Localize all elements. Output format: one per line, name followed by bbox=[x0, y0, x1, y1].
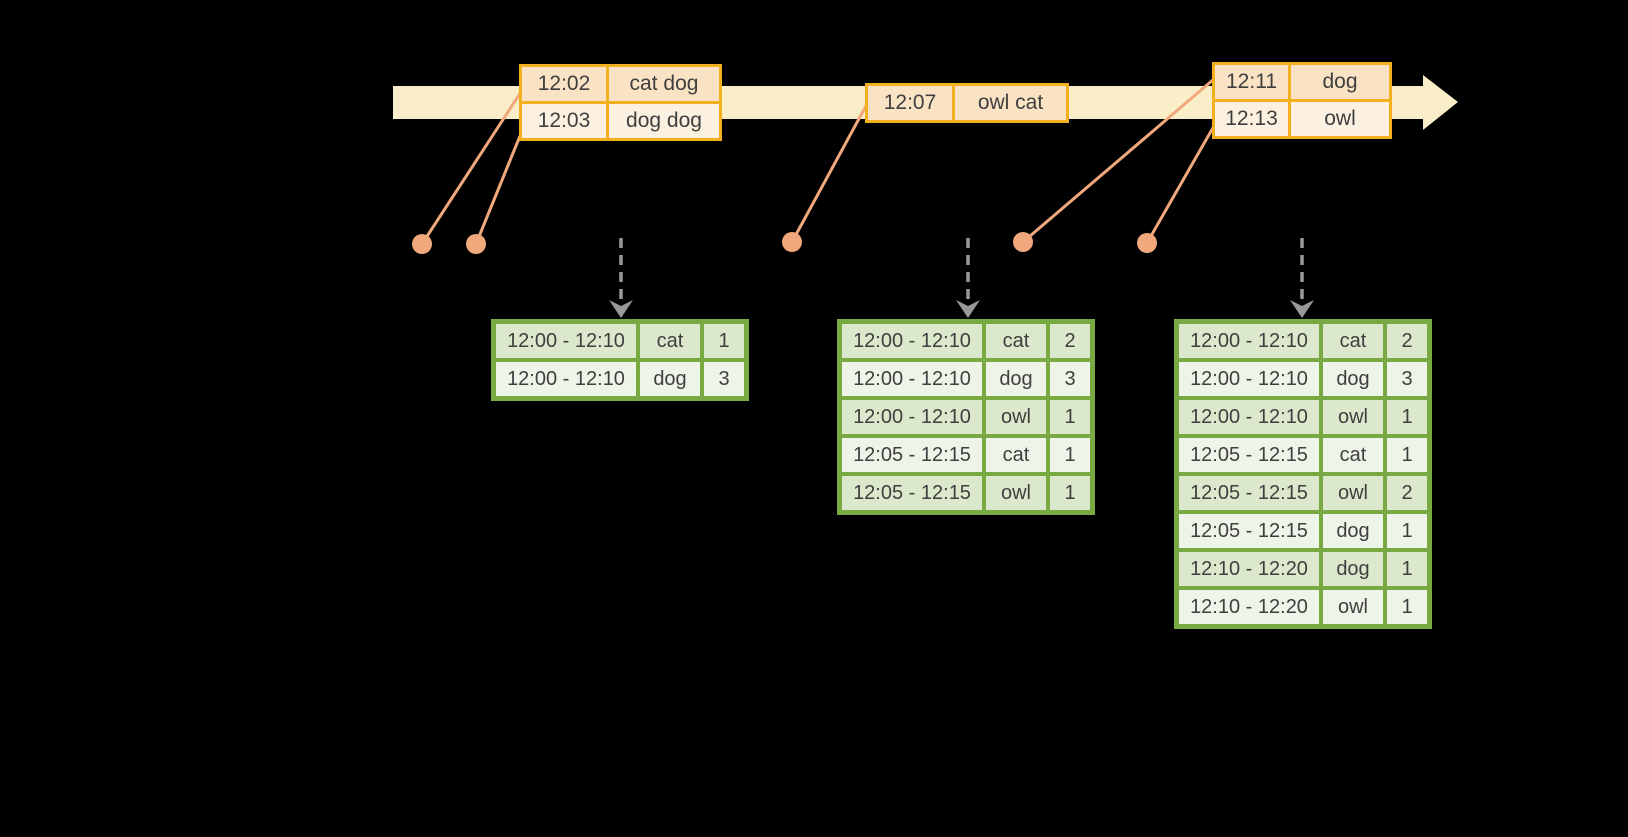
input-table-1: 12:02 cat dog 12:03 dog dog bbox=[519, 64, 722, 141]
event-row: 12:03 dog dog bbox=[522, 104, 719, 138]
word-cell: cat bbox=[986, 324, 1046, 358]
event-words-cell: cat dog bbox=[609, 67, 719, 101]
result-row: 12:05 - 12:15 owl 2 bbox=[1179, 476, 1427, 510]
result-row: 12:00 - 12:10 cat 1 bbox=[496, 324, 744, 358]
event-dot-icon bbox=[1013, 232, 1033, 252]
result-row: 12:00 - 12:10 owl 1 bbox=[842, 400, 1090, 434]
count-cell: 1 bbox=[1387, 590, 1427, 624]
event-dot-icon bbox=[466, 234, 486, 254]
down-arrowhead-icon bbox=[956, 300, 980, 318]
count-cell: 3 bbox=[1050, 362, 1090, 396]
down-arrowhead-icon bbox=[1290, 300, 1314, 318]
event-words-cell: dog dog bbox=[609, 104, 719, 138]
word-cell: cat bbox=[640, 324, 700, 358]
window-cell: 12:05 - 12:15 bbox=[842, 476, 982, 510]
count-cell: 2 bbox=[1387, 324, 1427, 358]
count-cell: 3 bbox=[704, 362, 744, 396]
word-cell: owl bbox=[986, 400, 1046, 434]
word-cell: owl bbox=[1323, 476, 1383, 510]
event-dots bbox=[412, 232, 1157, 254]
word-cell: owl bbox=[1323, 590, 1383, 624]
event-words-cell: owl bbox=[1291, 102, 1389, 136]
result-row: 12:00 - 12:10 cat 2 bbox=[842, 324, 1090, 358]
count-cell: 1 bbox=[1050, 438, 1090, 472]
event-time-cell: 12:07 bbox=[868, 86, 952, 120]
event-dot-icon bbox=[412, 234, 432, 254]
result-table-3: 12:00 - 12:10 cat 2 12:00 - 12:10 dog 3 … bbox=[1174, 319, 1432, 629]
connector-line bbox=[790, 103, 869, 243]
result-row: 12:10 - 12:20 dog 1 bbox=[1179, 552, 1427, 586]
result-table-1: 12:00 - 12:10 cat 1 12:00 - 12:10 dog 3 bbox=[491, 319, 749, 401]
connector-line bbox=[1022, 77, 1215, 244]
word-cell: dog bbox=[640, 362, 700, 396]
event-words-cell: dog bbox=[1291, 65, 1389, 99]
connector-lines bbox=[420, 77, 1216, 245]
word-cell: dog bbox=[1323, 362, 1383, 396]
count-cell: 3 bbox=[1387, 362, 1427, 396]
window-cell: 12:05 - 12:15 bbox=[1179, 438, 1319, 472]
word-cell: cat bbox=[1323, 324, 1383, 358]
result-row: 12:00 - 12:10 dog 3 bbox=[842, 362, 1090, 396]
input-table-2: 12:07 owl cat bbox=[865, 83, 1069, 123]
count-cell: 1 bbox=[1387, 514, 1427, 548]
word-cell: owl bbox=[986, 476, 1046, 510]
event-row: 12:07 owl cat bbox=[868, 86, 1066, 120]
input-table-3: 12:11 dog 12:13 owl bbox=[1212, 62, 1392, 139]
word-cell: dog bbox=[986, 362, 1046, 396]
event-dot-icon bbox=[1137, 233, 1157, 253]
connector-line bbox=[474, 135, 522, 245]
result-row: 12:00 - 12:10 dog 3 bbox=[1179, 362, 1427, 396]
event-time-cell: 12:11 bbox=[1215, 65, 1288, 99]
window-cell: 12:00 - 12:10 bbox=[496, 324, 636, 358]
result-table-2: 12:00 - 12:10 cat 2 12:00 - 12:10 dog 3 … bbox=[837, 319, 1095, 515]
dashed-arrowheads bbox=[609, 300, 1314, 318]
word-cell: cat bbox=[986, 438, 1046, 472]
window-cell: 12:00 - 12:10 bbox=[1179, 324, 1319, 358]
event-row: 12:02 cat dog bbox=[522, 67, 719, 101]
event-time-cell: 12:13 bbox=[1215, 102, 1288, 136]
word-cell: owl bbox=[1323, 400, 1383, 434]
timeline-arrowhead-icon bbox=[1423, 75, 1458, 130]
result-row: 12:05 - 12:15 cat 1 bbox=[842, 438, 1090, 472]
result-row: 12:00 - 12:10 dog 3 bbox=[496, 362, 744, 396]
event-row: 12:13 owl bbox=[1215, 102, 1389, 136]
window-cell: 12:05 - 12:15 bbox=[1179, 514, 1319, 548]
count-cell: 2 bbox=[1387, 476, 1427, 510]
window-cell: 12:10 - 12:20 bbox=[1179, 552, 1319, 586]
result-row: 12:10 - 12:20 owl 1 bbox=[1179, 590, 1427, 624]
event-time-cell: 12:03 bbox=[522, 104, 606, 138]
count-cell: 1 bbox=[1050, 400, 1090, 434]
count-cell: 1 bbox=[1387, 552, 1427, 586]
count-cell: 1 bbox=[1387, 400, 1427, 434]
word-cell: cat bbox=[1323, 438, 1383, 472]
count-cell: 1 bbox=[704, 324, 744, 358]
window-cell: 12:00 - 12:10 bbox=[842, 400, 982, 434]
window-cell: 12:00 - 12:10 bbox=[1179, 362, 1319, 396]
result-row: 12:05 - 12:15 owl 1 bbox=[842, 476, 1090, 510]
dashed-arrow-lines bbox=[619, 238, 1304, 299]
event-time-cell: 12:02 bbox=[522, 67, 606, 101]
event-dot-icon bbox=[782, 232, 802, 252]
count-cell: 1 bbox=[1387, 438, 1427, 472]
event-words-cell: owl cat bbox=[955, 86, 1066, 120]
window-cell: 12:10 - 12:20 bbox=[1179, 590, 1319, 624]
word-cell: dog bbox=[1323, 552, 1383, 586]
result-row: 12:05 - 12:15 dog 1 bbox=[1179, 514, 1427, 548]
result-row: 12:05 - 12:15 cat 1 bbox=[1179, 438, 1427, 472]
window-cell: 12:00 - 12:10 bbox=[496, 362, 636, 396]
down-arrowhead-icon bbox=[609, 300, 633, 318]
connector-line bbox=[1145, 125, 1216, 244]
count-cell: 2 bbox=[1050, 324, 1090, 358]
event-row: 12:11 dog bbox=[1215, 65, 1389, 99]
window-cell: 12:05 - 12:15 bbox=[1179, 476, 1319, 510]
window-cell: 12:00 - 12:10 bbox=[842, 362, 982, 396]
window-cell: 12:05 - 12:15 bbox=[842, 438, 982, 472]
count-cell: 1 bbox=[1050, 476, 1090, 510]
word-cell: dog bbox=[1323, 514, 1383, 548]
window-cell: 12:00 - 12:10 bbox=[842, 324, 982, 358]
connector-line bbox=[420, 91, 523, 245]
window-cell: 12:00 - 12:10 bbox=[1179, 400, 1319, 434]
result-row: 12:00 - 12:10 owl 1 bbox=[1179, 400, 1427, 434]
result-row: 12:00 - 12:10 cat 2 bbox=[1179, 324, 1427, 358]
